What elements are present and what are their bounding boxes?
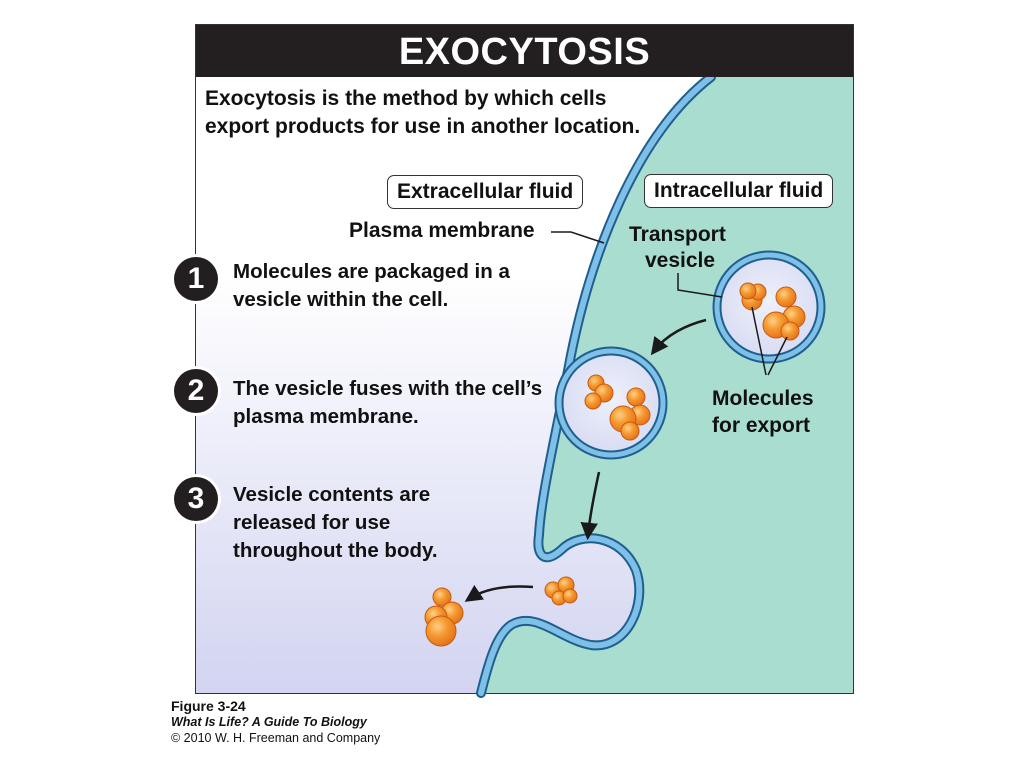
molecules-label-line2: for export [712, 414, 811, 437]
step-1-badge: 1 [174, 257, 218, 301]
transport-vesicle-leader [677, 273, 723, 298]
book-title: What Is Life? A Guide To Biology [171, 715, 367, 729]
figure-title: EXOCYTOSIS [196, 25, 853, 77]
step-1-text: Molecules are packaged in a vesicle with… [233, 260, 510, 311]
transport-vesicle-label-line1: Transport [629, 223, 726, 246]
step-2-badge: 2 [174, 369, 218, 413]
molecules-leader-lines [751, 306, 788, 376]
exocytosis-figure: EXOCYTOSIS Exocytosis is the method by w… [174, 24, 854, 698]
step-3-badge: 3 [174, 477, 218, 521]
transport-vesicle [712, 250, 826, 364]
molecules-in-fusing-vesicle [584, 374, 651, 441]
extracellular-fluid-label: Extracellular fluid [387, 175, 584, 209]
arrow-vesicle-to-membrane [650, 318, 707, 356]
molecules-label-line1: Molecules [712, 387, 814, 410]
molecules-in-transport-vesicle [739, 282, 806, 341]
step-2-text: The vesicle fuses with the cell’s plasma… [233, 377, 543, 428]
molecules-released [424, 587, 464, 647]
step-3-text: Vesicle contents are released for use th… [233, 483, 438, 562]
arrow-fusion-to-release [580, 471, 601, 541]
intracellular-fluid-label: Intracellular fluid [644, 174, 834, 208]
figure-caption: Figure 3-24 What Is Life? A Guide To Bio… [171, 698, 380, 746]
transport-vesicle-label-line2: vesicle [645, 249, 716, 272]
fusing-vesicle [554, 346, 668, 460]
plasma-membrane-leader [551, 231, 605, 244]
copyright-line: © 2010 W. H. Freeman and Company [171, 731, 381, 745]
molecules-being-released [544, 576, 578, 606]
figure-number: Figure 3-24 [171, 698, 246, 714]
plasma-membrane-label: Plasma membrane [349, 219, 535, 242]
arrow-release-outward [464, 584, 534, 602]
intro-text: Exocytosis is the method by which cells … [205, 87, 641, 138]
